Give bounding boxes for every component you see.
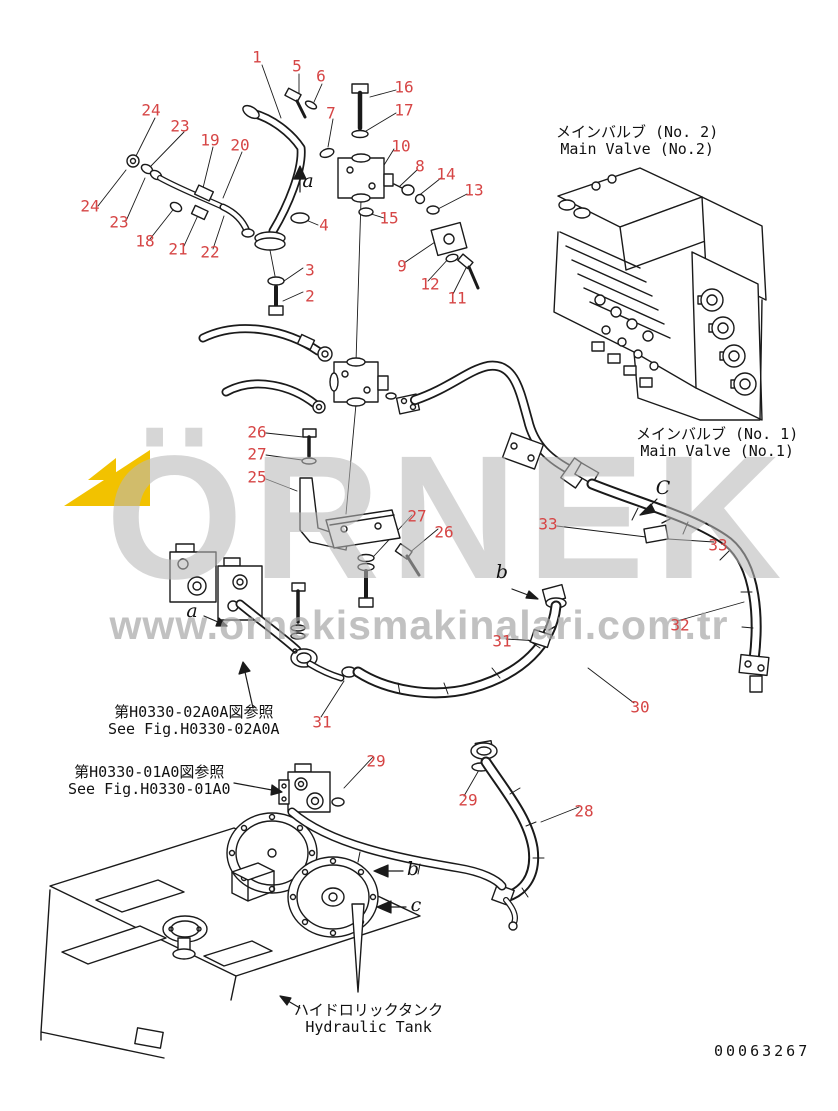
ref-arrows-art — [233, 661, 301, 1009]
doc-number: 00063267 — [714, 1042, 811, 1060]
hose-32-art — [574, 462, 770, 693]
pump-29-art — [278, 763, 507, 891]
hose-30-art — [352, 583, 567, 699]
main-valve-assembly-art — [553, 167, 767, 421]
left-fitting-chain-art — [126, 154, 255, 238]
hydraulic-tank-art — [40, 812, 421, 1059]
hose-28-art — [470, 739, 545, 931]
top-pipe-assembly-art — [242, 83, 480, 316]
leader-lines — [97, 64, 745, 823]
view-arrows-art — [203, 165, 658, 914]
long-pipe-art — [410, 360, 590, 489]
center-valve-block-art — [329, 357, 421, 415]
bracket-and-plate-art — [290, 428, 421, 640]
upper-hoses-art — [198, 324, 333, 414]
pump-assembly-art — [169, 543, 357, 682]
